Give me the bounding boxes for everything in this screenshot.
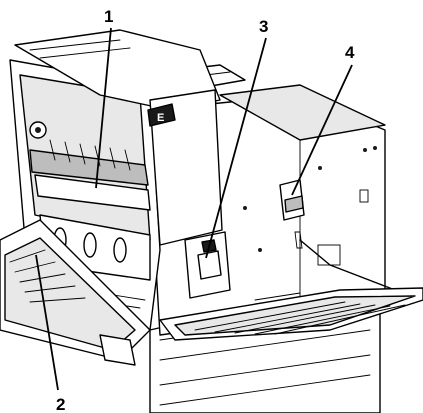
leader-line-4 (291, 64, 353, 196)
fuser (29, 121, 151, 211)
callout-number-4: 4 (345, 43, 355, 62)
panel-letter: E (157, 112, 164, 124)
leader-line-2 (35, 254, 59, 391)
open-right-door (159, 287, 423, 341)
callout-number-2: 2 (56, 395, 65, 413)
right-side-handle (279, 179, 396, 291)
leader-line-3 (205, 37, 267, 259)
callout-number-1: 1 (104, 7, 113, 26)
callout-numbers: 1 2 3 4 (56, 7, 355, 413)
callout-leaders (35, 27, 353, 391)
toner-cartridge-latch (184, 231, 231, 299)
fuser-fins (49, 139, 131, 171)
leader-line-1 (95, 27, 112, 189)
callout-number-3: 3 (259, 17, 268, 36)
door-ribs (194, 301, 406, 335)
left-door-ribs (9, 249, 86, 303)
